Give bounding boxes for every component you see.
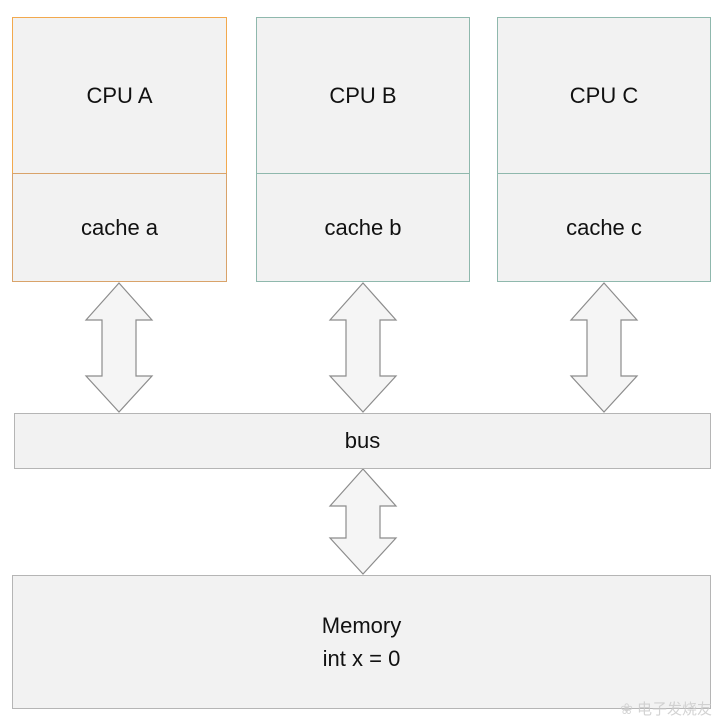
cache-c-label: cache c [566,214,642,240]
double-arrow-b-icon [328,282,398,413]
cache-b-label: cache b [324,214,402,240]
cache-a-box: cache a [12,173,227,282]
watermark: ❀ 电子发烧友 [620,698,712,719]
cpu-b-box: CPU B [256,17,470,173]
cpu-a-label: CPU A [86,82,153,108]
bus-box: bus [14,413,711,469]
cpu-a-box: CPU A [12,17,227,173]
double-arrow-c-icon [569,282,639,413]
memory-box: Memory int x = 0 [12,575,711,709]
memory-title: Memory [321,613,402,638]
bus-label: bus [344,428,381,453]
cpu-c-box: CPU C [497,17,711,173]
double-arrow-a-icon [84,282,154,413]
cpu-c-label: CPU C [569,82,639,108]
double-arrow-memory-icon [328,468,398,575]
cache-c-box: cache c [497,173,711,282]
cache-a-label: cache a [80,214,159,240]
cache-b-box: cache b [256,173,470,282]
watermark-logo-icon: ❀ [620,700,633,718]
watermark-text: 电子发烧友 [636,701,712,718]
cpu-b-label: CPU B [329,82,397,108]
memory-value: int x = 0 [322,646,401,671]
